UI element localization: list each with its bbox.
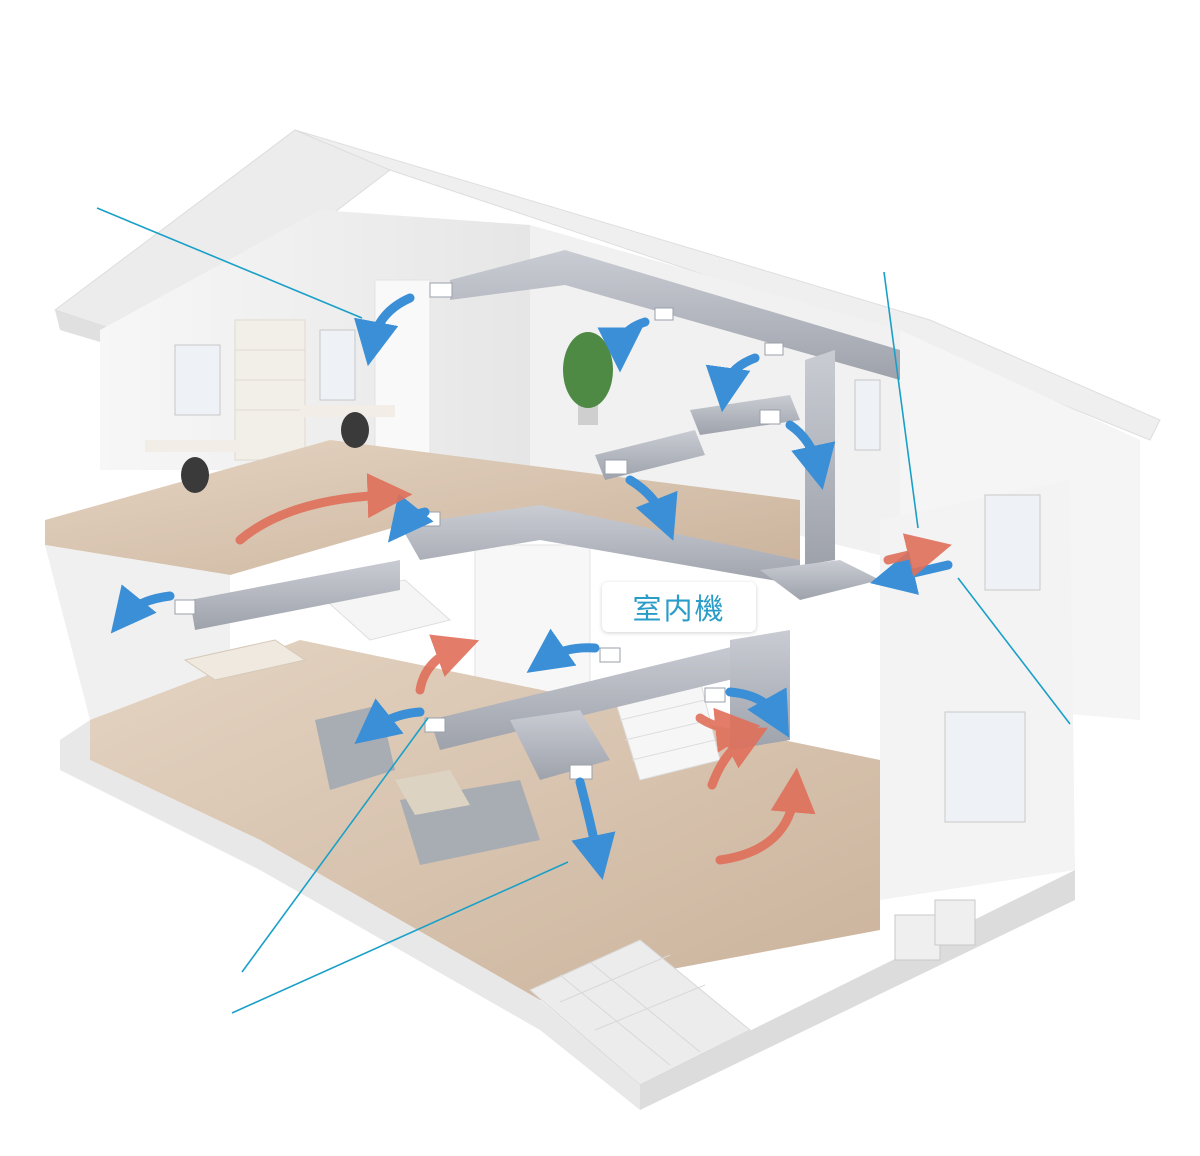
air-outlets xyxy=(174,282,784,780)
cool-air-arrow-icon xyxy=(526,628,600,673)
cool-air-arrow-icon xyxy=(571,777,616,881)
cool-air-arrow-icon xyxy=(110,584,175,634)
cool-air-arrow-icon xyxy=(354,698,425,745)
air-outlet-icon xyxy=(569,764,593,780)
air-outlet-icon xyxy=(759,409,781,425)
warm-air-arrows xyxy=(235,473,952,865)
leader-line xyxy=(883,271,919,529)
cool-air-arrows xyxy=(110,293,953,881)
cool-air-arrow-icon xyxy=(705,353,760,413)
warm-air-arrow-icon xyxy=(715,767,816,865)
air-outlet-icon xyxy=(599,647,621,663)
cool-air-arrow-icon xyxy=(725,687,790,738)
leader-lines xyxy=(96,207,1071,1014)
leader-line xyxy=(231,861,569,1014)
warm-air-arrow-icon xyxy=(883,533,952,578)
leader-line xyxy=(96,207,363,319)
leader-line xyxy=(957,577,1071,725)
air-outlet-icon xyxy=(174,599,196,615)
indoor-unit-label: 室内機 xyxy=(602,582,756,632)
study-desks xyxy=(145,405,395,493)
air-outlet-icon xyxy=(429,282,453,298)
outdoor-units xyxy=(894,899,976,961)
cool-air-arrow-icon xyxy=(625,475,678,541)
cool-air-arrow-icon xyxy=(354,293,415,367)
cool-air-arrow-icon xyxy=(785,420,836,490)
air-outlet-icon xyxy=(604,459,628,475)
patio xyxy=(529,939,751,1086)
cool-air-arrow-icon xyxy=(597,317,650,373)
warm-air-arrow-icon xyxy=(235,473,413,545)
foundation xyxy=(60,720,640,1110)
air-outlet-icon xyxy=(704,687,726,703)
air-outlet-icon xyxy=(764,342,784,356)
exterior-walls xyxy=(880,330,1140,900)
warm-air-arrow-icon xyxy=(415,634,480,695)
air-outlet-icon xyxy=(424,717,446,733)
warm-air-arrow-icon xyxy=(707,727,768,790)
leader-line xyxy=(241,717,429,973)
air-outlet-icon xyxy=(654,307,674,321)
